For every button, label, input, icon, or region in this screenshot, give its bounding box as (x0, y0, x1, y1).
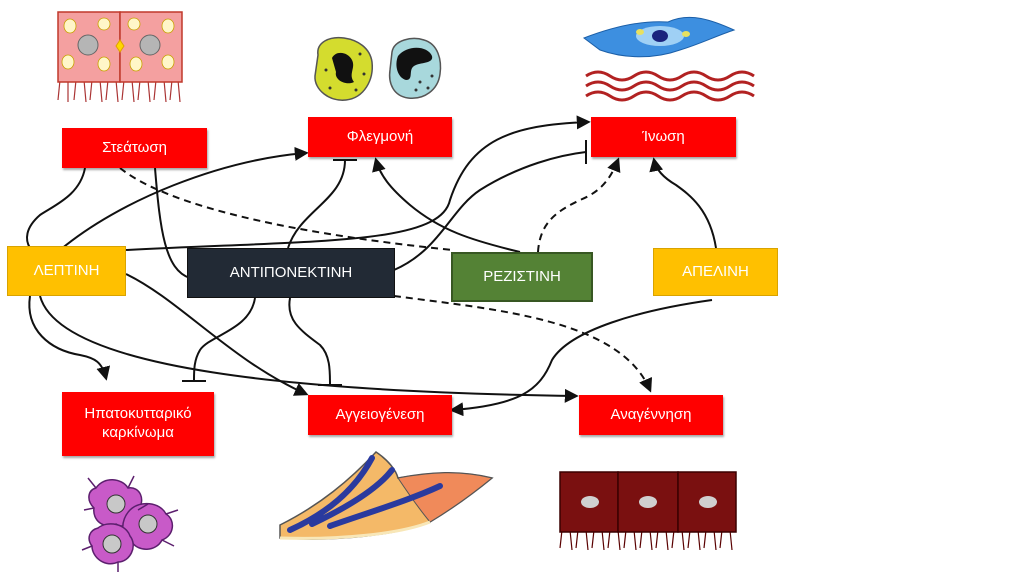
node-resistin: ΡΕΖΙΣΤΙΝΗ (451, 252, 593, 302)
node-leptin: ΛΕΠΤΙΝΗ (7, 246, 126, 296)
node-hcc: Ηπατοκυτταρικό καρκίνωμα (62, 392, 214, 456)
node-steatosis-label: Στεάτωση (102, 138, 167, 156)
edge-apelin-fibrosis (649, 157, 717, 249)
edge-steatosis-resistin (119, 167, 453, 251)
node-apelin: ΑΠΕΛΙΝΗ (653, 248, 778, 296)
node-fibrosis: Ίνωση (591, 117, 736, 157)
node-fibrosis-label: Ίνωση (642, 127, 685, 145)
node-adiponectin: ΑΝΤΙΠΟΝΕΚΤΙΝΗ (187, 248, 395, 298)
edge-leptin-regeneration (39, 295, 579, 403)
edge-steatosis-adiponectin (154, 167, 191, 279)
edge-adiponectin-inflammation (287, 159, 346, 249)
node-resistin-label: ΡΕΖΙΣΤΙΝΗ (483, 267, 561, 285)
node-leptin-label: ΛΕΠΤΙΝΗ (33, 261, 100, 279)
stellate-cell-collagen-icon (582, 16, 755, 102)
edge-resistin-fibrosis (537, 157, 621, 253)
edge-adiponectin-angiogenesis (288, 297, 331, 385)
endothelial-vessel-icon (279, 451, 494, 540)
edge-leptin-fibrosis (125, 115, 591, 251)
node-regeneration: Αναγέννηση (579, 395, 723, 435)
edge-apelin-angiogenesis (449, 299, 713, 417)
inflammatory-cells-icon (314, 36, 442, 101)
node-hcc-label-line2: καρκίνωμα (102, 424, 174, 441)
node-adiponectin-label: ΑΝΤΙΠΟΝΕΚΤΙΝΗ (229, 263, 353, 281)
node-angiogenesis: Αγγειογένεση (308, 395, 452, 435)
node-regeneration-label: Αναγέννηση (610, 405, 692, 423)
edge-adiponectin-regeneration (393, 295, 653, 393)
edge-steatosis-leptin (26, 167, 86, 249)
edge-leptin-inflammation (59, 146, 309, 251)
node-steatosis: Στεάτωση (62, 128, 207, 168)
edge-adiponectin-hcc (193, 297, 256, 381)
node-angiogenesis-label: Αγγειογένεση (335, 405, 425, 423)
edge-leptin-hcc (28, 295, 111, 381)
edge-resistin-inflammation (372, 157, 521, 253)
edge-adiponectin-fibrosis (393, 151, 587, 271)
node-inflammation: Φλεγμονή (308, 117, 452, 157)
node-inflammation-label: Φλεγμονή (346, 127, 414, 145)
cancer-cells-icon (81, 475, 179, 572)
steatotic-hepatocytes-icon (57, 11, 183, 103)
regenerating-hepatocytes-icon (559, 471, 737, 551)
node-apelin-label: ΑΠΕΛΙΝΗ (682, 262, 749, 280)
node-hcc-label-line1: Ηπατοκυτταρικό (84, 405, 192, 423)
